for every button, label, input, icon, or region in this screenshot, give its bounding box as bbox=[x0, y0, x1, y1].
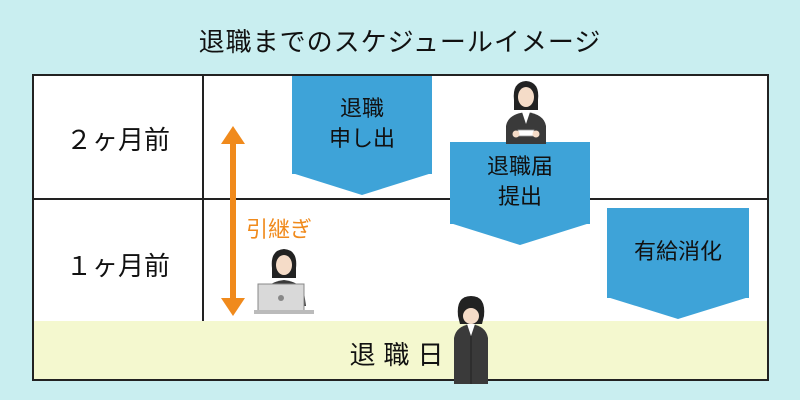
step-box-resignation-notice: 退職 申し出 bbox=[292, 76, 432, 174]
page-title: 退職までのスケジュールイメージ bbox=[198, 28, 602, 58]
schedule-table: ２ヶ月前 １ヶ月前 退職日 引継ぎ 退職 申し出 退職届 提出 有給消化 bbox=[32, 74, 769, 384]
step-line: 退職 bbox=[339, 97, 384, 122]
woman-bowing-icon bbox=[454, 296, 488, 384]
step-line: 提出 bbox=[497, 185, 542, 210]
handover-arrow-icon bbox=[221, 126, 245, 316]
step-box-paid-leave: 有給消化 bbox=[607, 208, 749, 298]
step-chevron bbox=[292, 173, 432, 195]
step-line: 有給消化 bbox=[633, 240, 722, 265]
woman-laptop-icon bbox=[254, 249, 314, 314]
retirement-day-band: 退職日 bbox=[34, 321, 767, 379]
step-line: 申し出 bbox=[328, 127, 395, 152]
column-divider bbox=[202, 76, 204, 324]
row-label-two-months: ２ヶ月前 bbox=[65, 126, 170, 156]
row-divider bbox=[34, 198, 767, 200]
step-chevron bbox=[607, 297, 749, 319]
step-box-resignation-letter: 退職届 提出 bbox=[450, 142, 590, 224]
step-chevron bbox=[450, 223, 590, 245]
retirement-day-label: 退職日 bbox=[349, 341, 452, 371]
handover-label: 引継ぎ bbox=[246, 218, 313, 243]
step-line: 退職届 bbox=[486, 155, 553, 180]
woman-office-worker-icon bbox=[506, 81, 546, 144]
row-label-one-month: １ヶ月前 bbox=[65, 252, 170, 282]
